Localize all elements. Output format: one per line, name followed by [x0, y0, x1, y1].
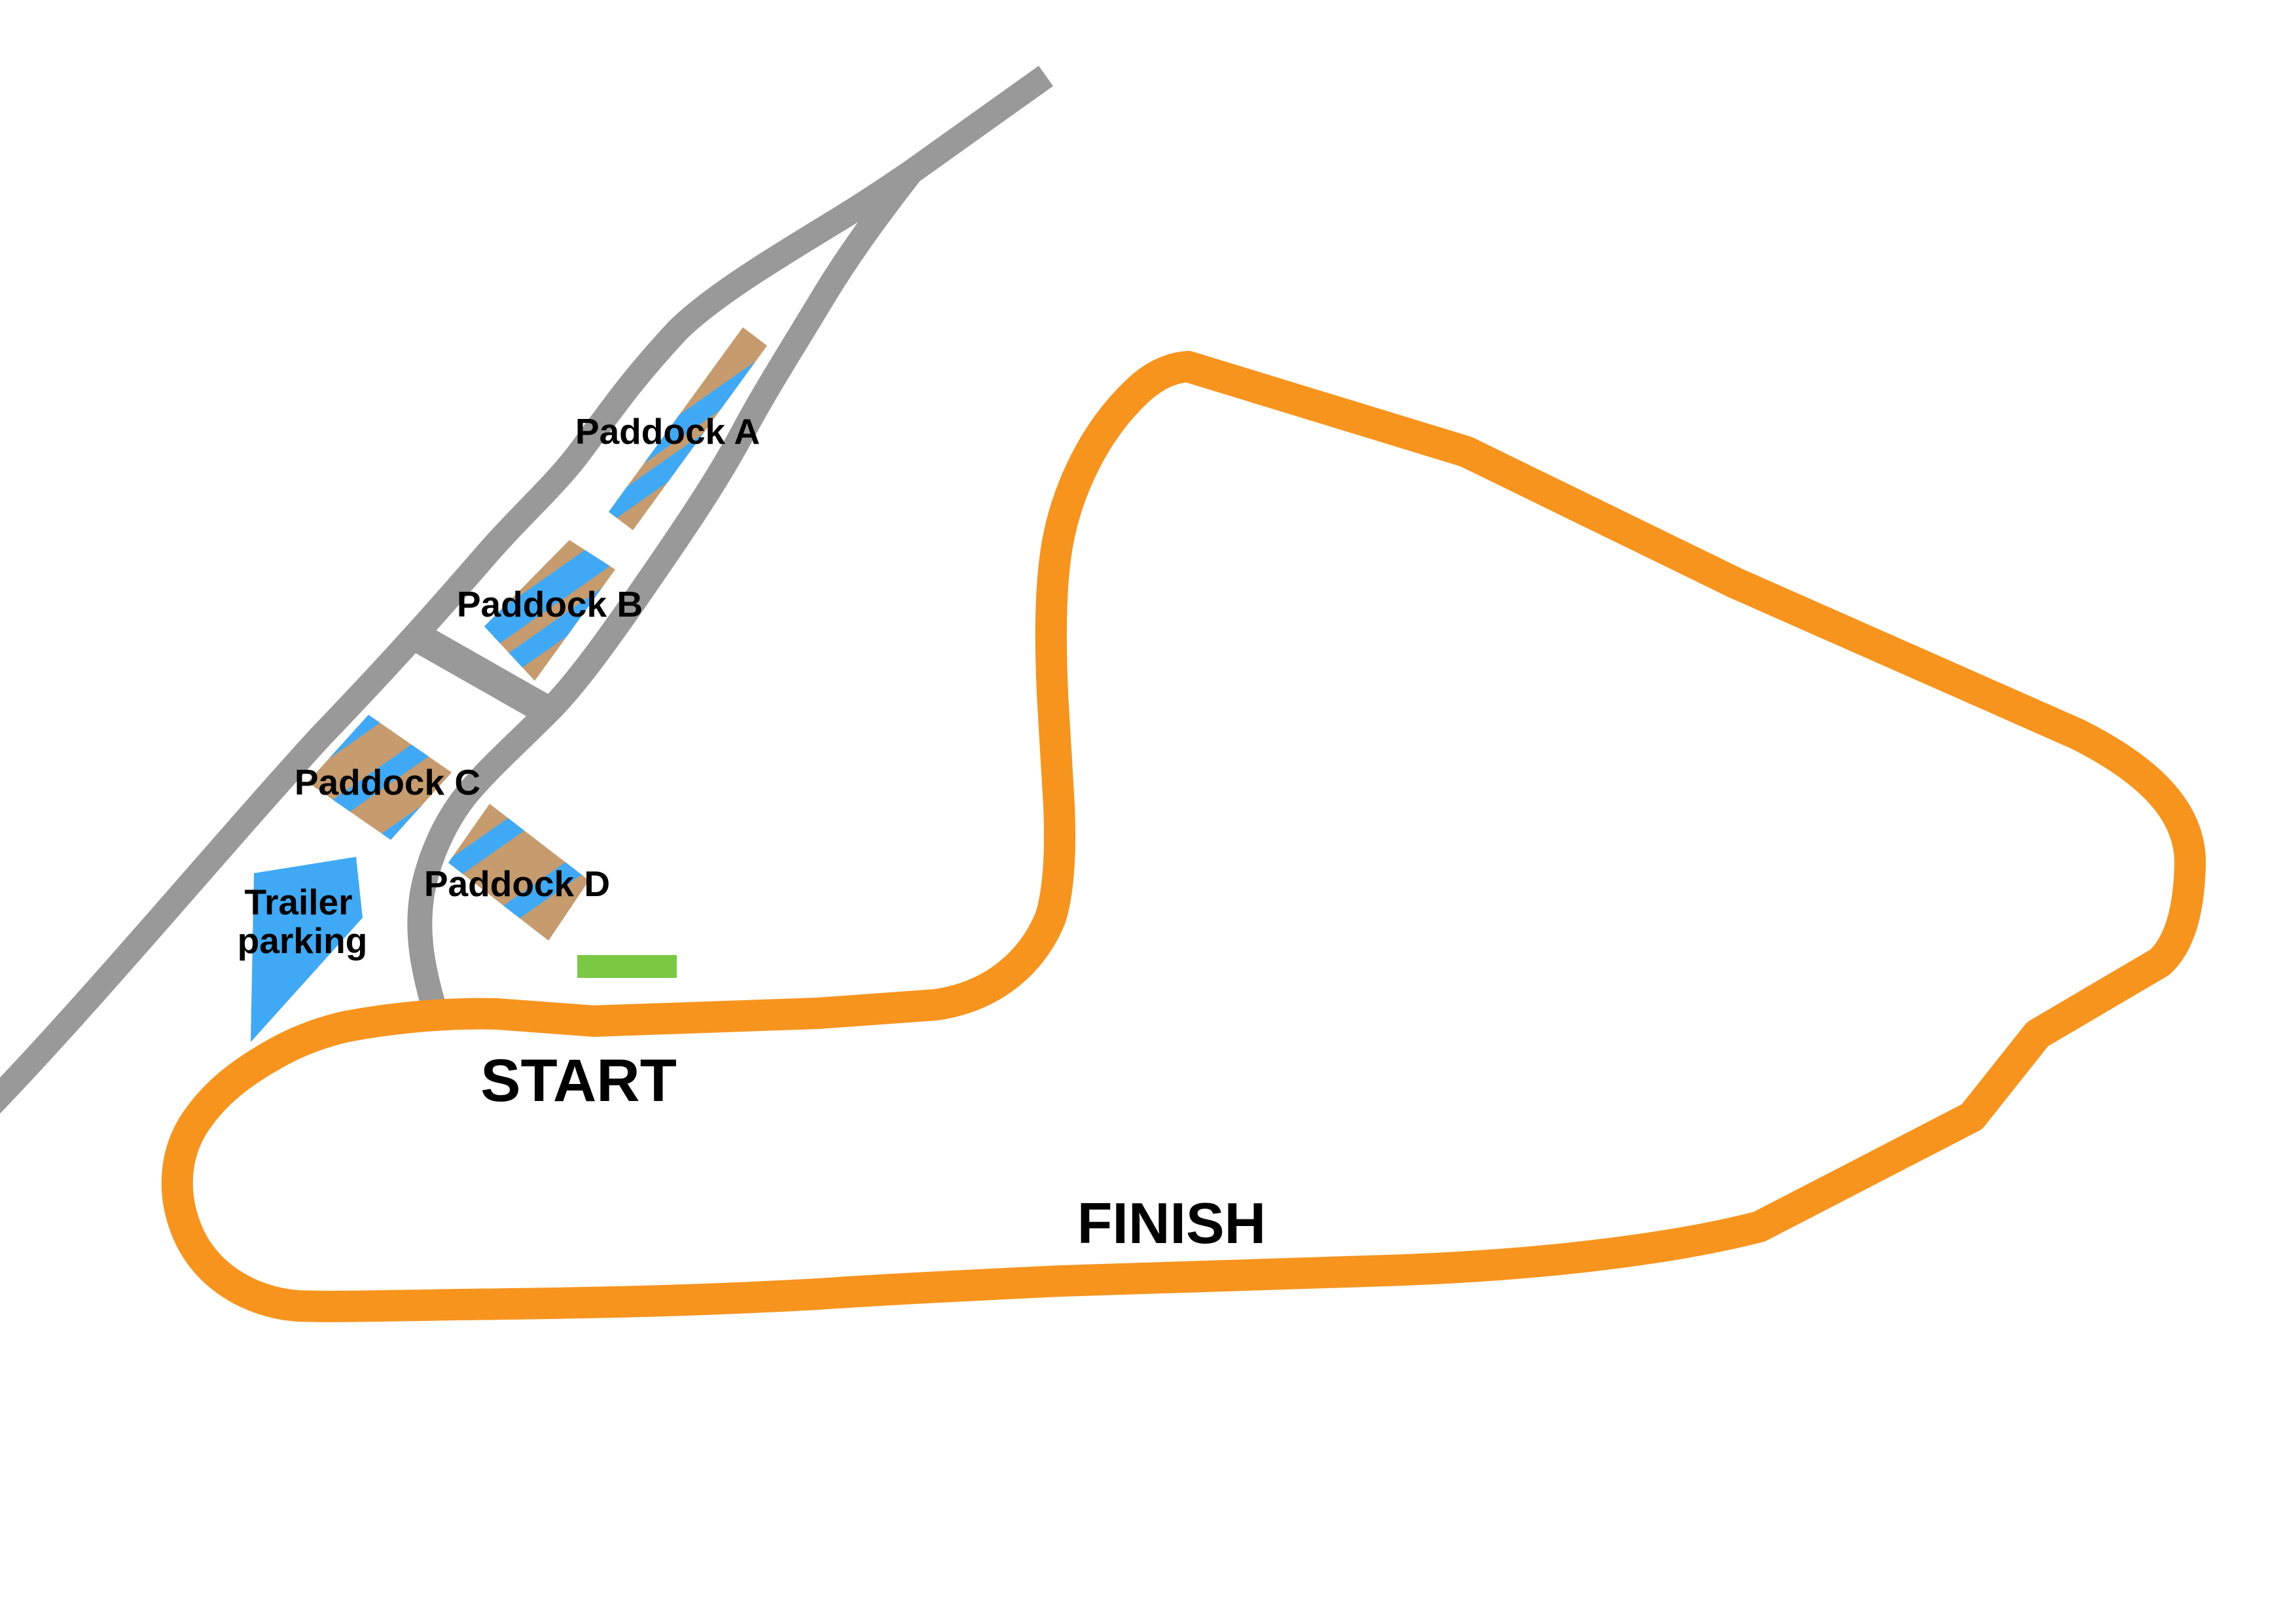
paddock-c-label: Paddock C	[295, 762, 480, 803]
start-line-marker	[577, 955, 677, 978]
paddock-b-label: Paddock B	[457, 584, 643, 624]
connector-road	[408, 623, 558, 725]
access-road-main	[0, 65, 1054, 1114]
trailer-parking-label-line2: parking	[238, 920, 368, 961]
access-road-paddock-loop	[407, 164, 922, 1009]
race-track	[161, 351, 2206, 1322]
trailer-parking-area	[251, 857, 363, 1042]
trailer-parking-label-line1: Trailer	[244, 882, 352, 922]
finish-label: FINISH	[1077, 1191, 1266, 1255]
paddock-d-area	[448, 804, 589, 941]
paddock-d-label: Paddock D	[424, 863, 610, 904]
paddock-a-label: Paddock A	[575, 411, 760, 452]
start-label: START	[480, 1047, 677, 1114]
